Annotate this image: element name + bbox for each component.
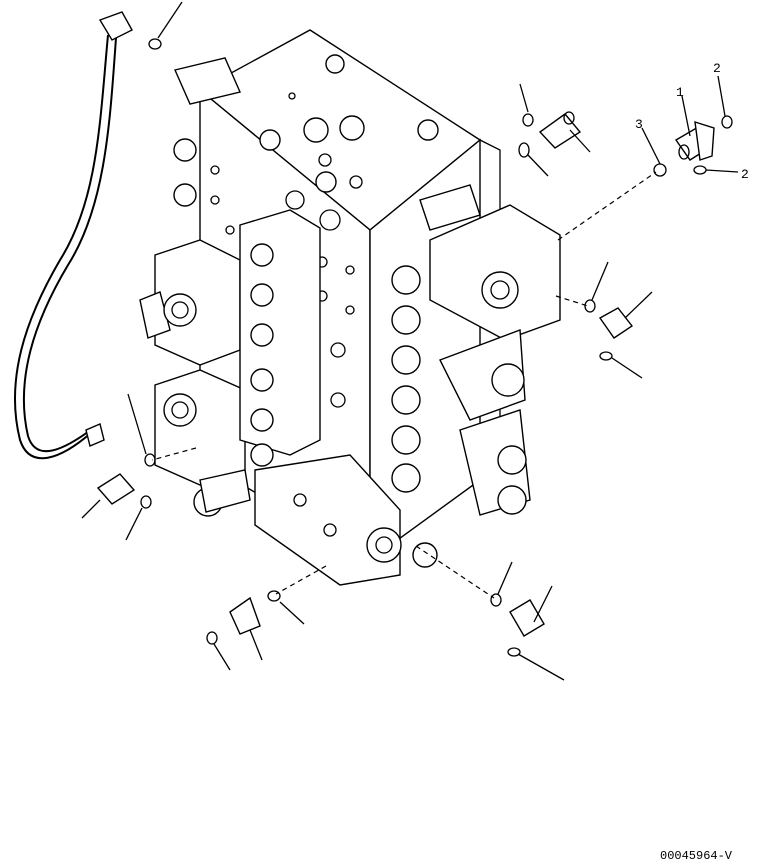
fitting-left-low [96,473,136,505]
left-spool-caps [139,57,321,517]
callout-3: 3 [635,117,643,132]
o-rings [140,38,733,657]
leader-lines [81,1,739,681]
fitting-bottom-center [229,596,261,635]
right-solenoid-valves [391,184,561,516]
fitting-bottom-right [509,599,545,637]
callout-2b: 2 [741,167,749,182]
fitting-elbow-1 [674,121,715,161]
bottom-outlet-housing [254,454,438,586]
drawing-number: 00045964-V [660,849,733,862]
fitting-right-mid [598,307,634,339]
callout-1: 1 [676,85,684,100]
fitting-straight-upper [538,111,582,149]
pilot-hose [13,11,133,460]
callout-2a: 2 [713,61,721,76]
